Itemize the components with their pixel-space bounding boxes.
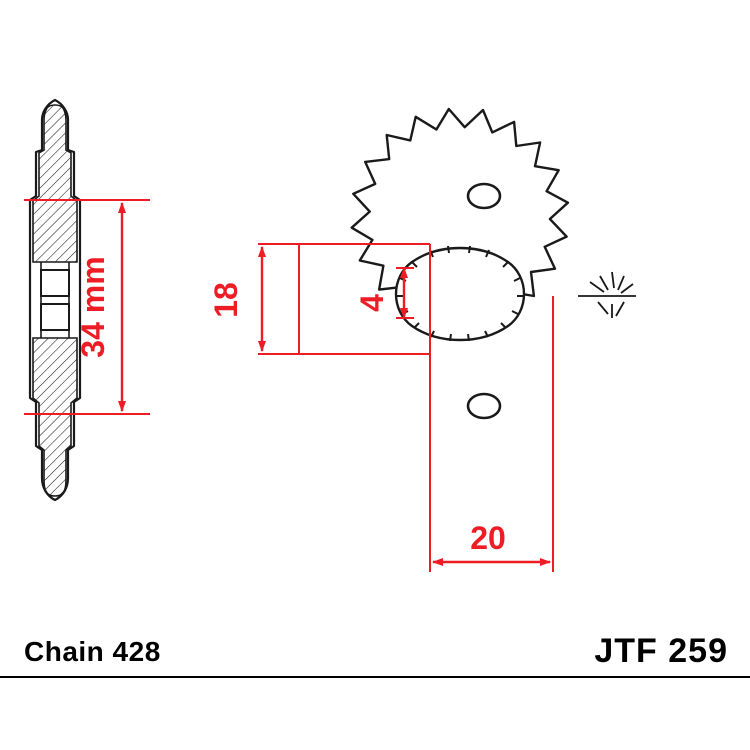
dimension-label-18: 18 bbox=[208, 282, 244, 318]
side-hatch-top bbox=[32, 104, 78, 263]
dimension-4 bbox=[396, 267, 414, 319]
dimension-label-20: 20 bbox=[470, 520, 506, 556]
footer-divider bbox=[0, 676, 750, 678]
dimension-20 bbox=[429, 296, 554, 572]
keyway-detail-icon bbox=[578, 271, 636, 318]
side-view-outline bbox=[28, 98, 82, 502]
bolt-hole-top bbox=[466, 182, 502, 210]
front-view-group bbox=[350, 107, 636, 420]
dimension-34mm bbox=[24, 199, 150, 415]
side-view-group bbox=[28, 98, 82, 502]
dimension-label-34mm: 34 mm bbox=[75, 256, 111, 357]
chain-size-label: Chain 428 bbox=[24, 636, 161, 667]
side-window-lower bbox=[40, 303, 70, 331]
side-window-upper bbox=[40, 269, 70, 297]
dimension-label-4: 4 bbox=[354, 294, 390, 312]
dimension-18 bbox=[258, 243, 431, 355]
bolt-hole-bottom bbox=[466, 392, 502, 420]
side-hatch-bottom bbox=[32, 337, 78, 497]
part-number-label: JTF 259 bbox=[594, 632, 728, 670]
